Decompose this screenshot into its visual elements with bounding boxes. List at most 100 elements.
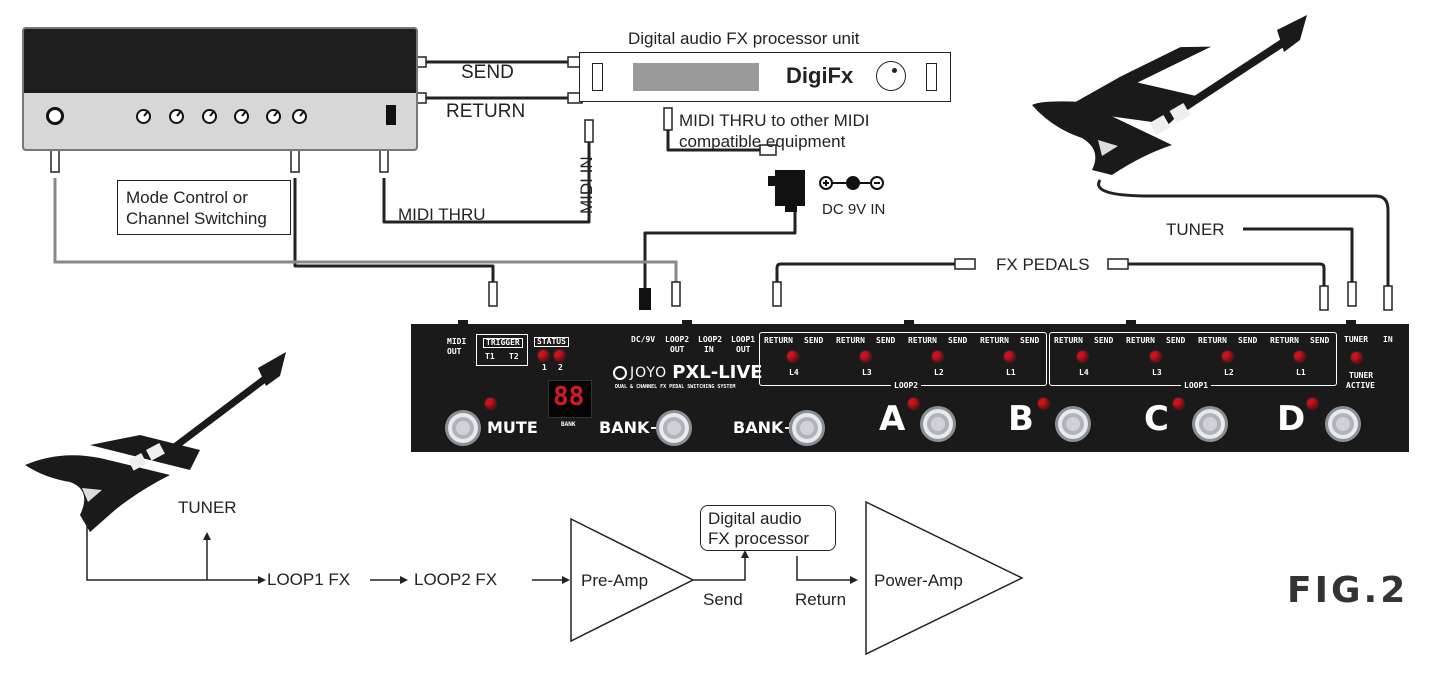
loop1-l2-return: RETURN: [1198, 336, 1227, 345]
amp-input-cable: [53, 178, 678, 282]
return-label: RETURN: [446, 101, 526, 122]
pedal-jack-bump-2: [682, 320, 692, 325]
loop2-l3-label: L3: [862, 368, 872, 377]
mute-footswitch[interactable]: [445, 410, 481, 446]
loop1-l1-label: L1: [1296, 368, 1306, 377]
flow-return-label: Return: [795, 590, 847, 609]
loop1-l1-led: [1294, 351, 1305, 362]
fx-pedals-label: FX PEDALS: [996, 255, 1090, 274]
mode-control-box: Mode Control or Channel Switching: [117, 180, 291, 235]
status-label: STATUS: [534, 337, 569, 347]
footswitch-c-led: [1173, 398, 1184, 409]
fx-unit-rack-ear-right: [926, 63, 937, 91]
mute-label: MUTE: [487, 418, 538, 437]
midi-thru-note-line2: compatible equipment: [679, 132, 846, 151]
loop1-l3-return: RETURN: [1126, 336, 1155, 345]
flow-processor-box: Digital audio FX processor: [700, 505, 836, 551]
loop1-l2-led: [1222, 351, 1233, 362]
loop1-out-label-2: OUT: [736, 345, 751, 354]
footswitch-d-label: D: [1277, 399, 1306, 439]
pedal-jack-bump-1: [458, 320, 468, 325]
loop2-l4-led: [787, 351, 798, 362]
preamp-triangle: [570, 517, 695, 643]
flow-loop1-label: LOOP1 FX: [267, 570, 351, 589]
loop1-l1-send: SEND: [1310, 336, 1330, 345]
flow-processor-line1: Digital audio: [708, 509, 802, 528]
flow-poweramp-label: Power-Amp: [874, 571, 963, 590]
loop2-l1-label: L1: [1006, 368, 1016, 377]
loop1-l1-return: RETURN: [1270, 336, 1299, 345]
fx-pedals-cable-left: [775, 262, 958, 282]
fx-pedals-cable-right: [1124, 262, 1326, 286]
flow-send-label: Send: [703, 590, 743, 609]
amp-knob-2: [169, 109, 184, 124]
guitar-cable-top: [1097, 179, 1390, 286]
midi-thru-note-line1: MIDI THRU to other MIDI: [679, 111, 870, 130]
status-1-label: 1: [542, 363, 547, 372]
dc9v-label: DC/9V: [631, 335, 656, 344]
status-box: STATUS: [530, 334, 576, 366]
send-label: SEND: [461, 62, 514, 83]
tuner-active-label-1: TUNER: [1349, 371, 1374, 380]
mode-control-cable: [293, 178, 495, 282]
bank-plus-label: BANK+: [733, 418, 797, 437]
loop1-l3-send: SEND: [1166, 336, 1186, 345]
loop2-out-label-2: OUT: [670, 345, 685, 354]
loop2-l4-label: L4: [789, 368, 799, 377]
poweramp-triangle: [865, 500, 1024, 656]
footswitch-a[interactable]: [920, 406, 956, 442]
footswitch-d[interactable]: [1325, 406, 1361, 442]
bank-minus-footswitch[interactable]: [656, 410, 692, 446]
status-led-2: [554, 350, 565, 361]
trigger-label: TRIGGER: [483, 338, 523, 348]
midi-out-label-1: MIDI: [447, 337, 467, 346]
amplifier: [22, 27, 418, 151]
amp-knob-5: [266, 109, 281, 124]
fx-unit-knob: [876, 61, 906, 91]
midi-thru-cable: [382, 124, 591, 224]
flow-line-guitar: [86, 518, 258, 581]
loop2-l2-label: L2: [934, 368, 944, 377]
loop1-l4-send: SEND: [1094, 336, 1114, 345]
loop2-l2-return: RETURN: [908, 336, 937, 345]
amp-knob-1: [136, 109, 151, 124]
model-name: PXL-LIVE: [672, 362, 763, 383]
midi-thru-label: MIDI THRU: [398, 205, 486, 224]
footswitch-c[interactable]: [1192, 406, 1228, 442]
bank-plus-footswitch[interactable]: [789, 410, 825, 446]
loop1-l3-led: [1150, 351, 1161, 362]
loop1-l2-label: L2: [1224, 368, 1234, 377]
bank-display: 88: [548, 380, 592, 418]
loop2-l2-send: SEND: [948, 336, 968, 345]
pedal-jack-bump-5: [1346, 320, 1356, 325]
fx-unit-title: Digital audio FX processor unit: [628, 29, 860, 48]
amp-input-jack: [46, 107, 64, 125]
power-adapter: [775, 170, 805, 212]
flow-send: [693, 556, 746, 581]
loop2-l1-send: SEND: [1020, 336, 1040, 345]
amp-knob-4: [234, 109, 249, 124]
polarity-symbol: [819, 176, 884, 190]
in-jack-label: IN: [1383, 335, 1393, 344]
midi-in-label: MIDI IN: [577, 156, 596, 214]
footswitch-b[interactable]: [1055, 406, 1091, 442]
guitar-bottom-left: [25, 352, 286, 532]
mute-led: [485, 398, 496, 409]
loop2-in-label-1: LOOP2: [698, 335, 723, 344]
footswitch-b-led: [1038, 398, 1049, 409]
loop2-group: RETURN SEND RETURN SEND RETURN SEND RETU…: [759, 332, 1047, 386]
amp-knob-6: [292, 109, 307, 124]
mode-control-line1: Mode Control or: [126, 188, 248, 207]
footswitch-a-label: A: [879, 399, 906, 439]
flow-loop2-label: LOOP2 FX: [414, 570, 498, 589]
joyo-logo: JOYO PXL-LIVE: [613, 364, 763, 382]
tuner-active-led: [1351, 352, 1362, 363]
trigger-t2: T2: [509, 352, 519, 361]
joyo-logo-icon: [613, 366, 627, 380]
amp-knob-3: [202, 109, 217, 124]
power-label: DC 9V IN: [822, 201, 886, 218]
flow-processor-line2: FX processor: [708, 529, 810, 548]
status-2-label: 2: [558, 363, 563, 372]
pedal-jack-bump-4: [1126, 320, 1136, 325]
